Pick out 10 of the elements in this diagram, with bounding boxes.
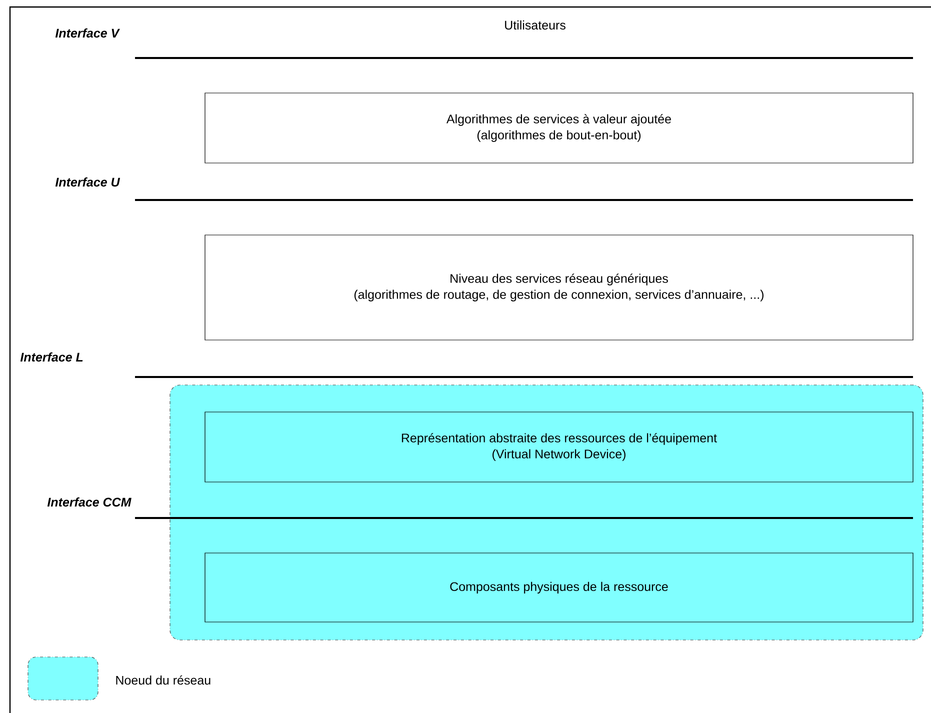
interface-label: Interface CCM <box>47 497 132 507</box>
layer-box: Représentation abstraite des ressources de l’équipement (Virtual Network Device) <box>204 412 914 482</box>
layer-box: Algorithmes de services à valeur ajoutée (algorithmes de bout-en-bout) <box>204 92 914 164</box>
layer-box: Composants physiques de la ressource <box>204 552 914 622</box>
layer-box: Niveau des services réseau génériques (algorithmes de routage, de gestion de connexion, services d’annuaire, ...) <box>204 234 914 340</box>
interface-label: Interface U <box>55 177 120 187</box>
users-label: Utilisateurs <box>505 20 566 30</box>
legend-label: Noeud du réseau <box>116 675 210 685</box>
interface-label: Interface V <box>55 28 120 38</box>
interface-label: Interface L <box>20 352 83 362</box>
